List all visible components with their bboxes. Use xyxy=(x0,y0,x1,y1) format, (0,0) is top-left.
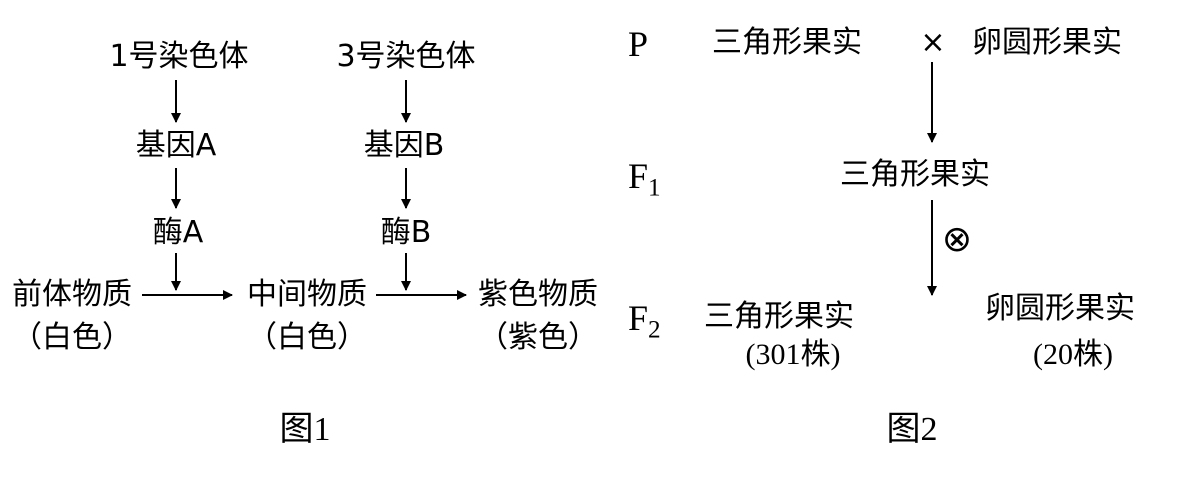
generation-f1-label: F1 xyxy=(628,156,661,202)
chromosome-1-label: 1号染色体 xyxy=(109,39,249,74)
generation-p-label: P xyxy=(628,24,649,64)
purple-color-label: （紫色） xyxy=(478,320,598,355)
intermediate-color-label: （白色） xyxy=(247,320,367,355)
f2-oval-fruit: 卵圆形果实 xyxy=(985,291,1135,326)
enzyme-a-label: 酶A xyxy=(152,215,204,250)
selfing-symbol: ⊗ xyxy=(941,219,973,260)
parent-oval-fruit: 卵圆形果实 xyxy=(972,25,1122,60)
precursor-color-label: （白色） xyxy=(12,320,132,355)
f2-triangular-fruit: 三角形果实 xyxy=(704,299,854,334)
figure-1-caption: 图1 xyxy=(279,411,331,448)
chromosome-3-label: 3号染色体 xyxy=(336,39,476,74)
generation-f2-label: F2 xyxy=(628,298,661,344)
enzyme-b-label: 酶B xyxy=(380,215,432,250)
figure-2-caption: 图2 xyxy=(886,411,938,448)
gene-b-label: 基因B xyxy=(363,128,445,163)
intermediate-substance-label: 中间物质 xyxy=(247,277,367,312)
gene-a-label: 基因A xyxy=(135,128,217,163)
precursor-substance-label: 前体物质 xyxy=(12,277,132,312)
f2-triangular-count: (301株) xyxy=(745,338,841,371)
cross-symbol: × xyxy=(920,25,946,60)
f1-triangular-fruit: 三角形果实 xyxy=(840,157,990,192)
purple-substance-label: 紫色物质 xyxy=(478,277,598,312)
parent-triangular-fruit: 三角形果实 xyxy=(712,25,862,60)
f2-oval-count: (20株) xyxy=(1033,338,1113,371)
